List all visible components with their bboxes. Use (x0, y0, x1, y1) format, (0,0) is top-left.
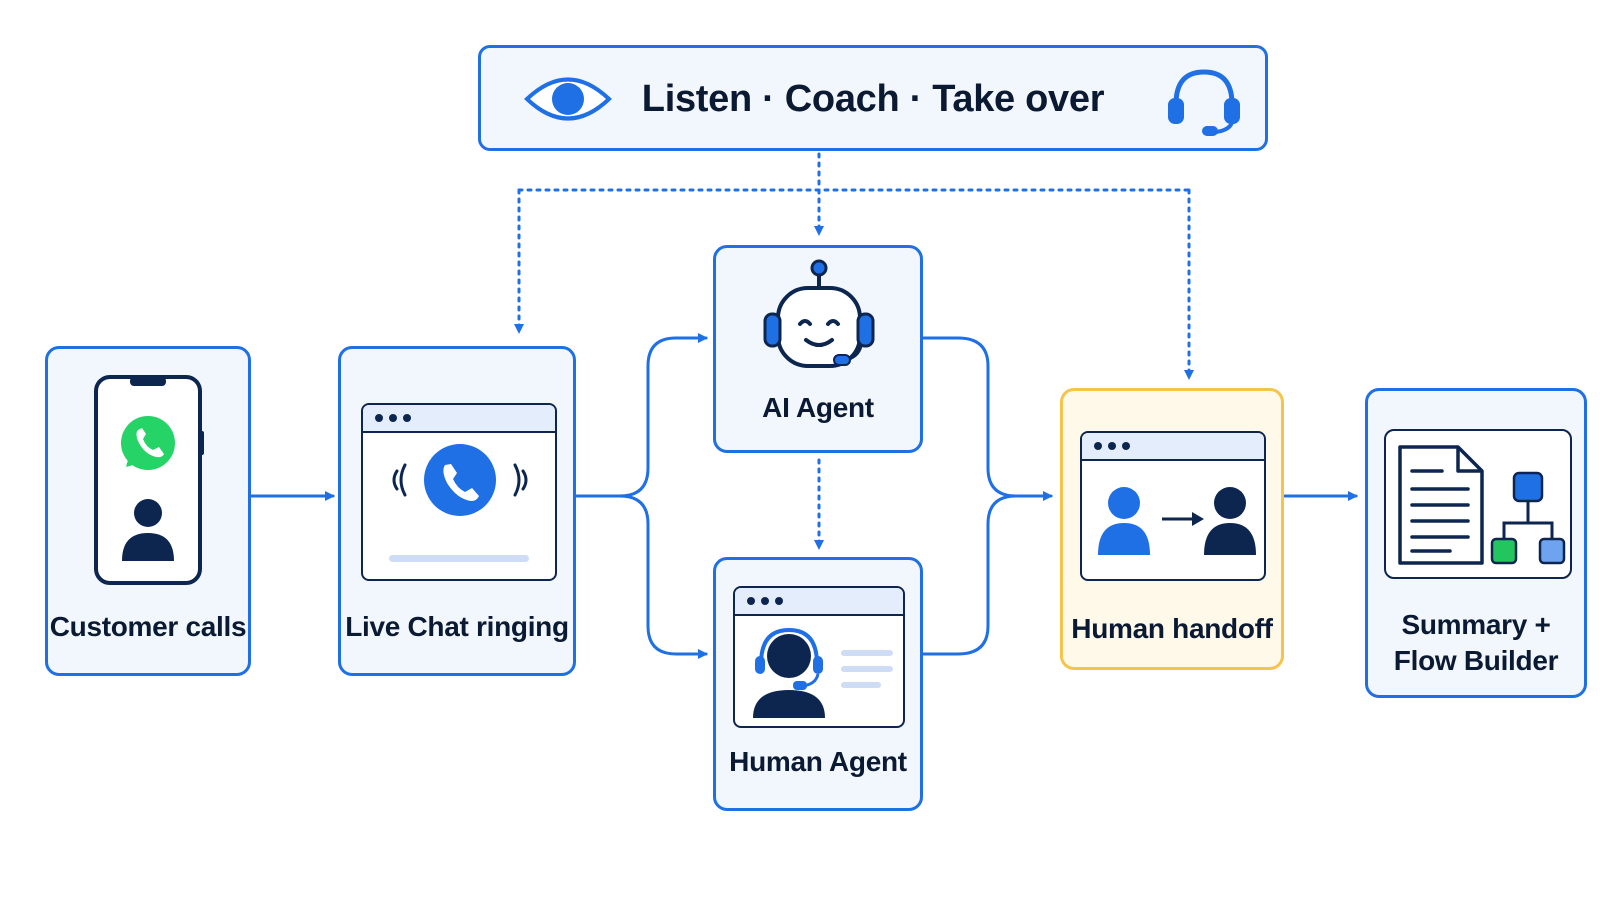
whatsapp-icon (121, 416, 175, 470)
phone-icon (94, 375, 204, 585)
arrow-human-to-handoff (920, 494, 1018, 656)
customer-calls-label: Customer calls (49, 611, 247, 642)
flow-tree-icon (1490, 471, 1566, 565)
customer-calls-node: Customer calls (45, 346, 251, 676)
browser-window-icon (733, 586, 905, 728)
arrow-livechat-to-ai (574, 333, 708, 498)
robot-headset-icon (763, 259, 875, 368)
browser-window-icon (361, 403, 557, 581)
agent-headset-icon (753, 627, 825, 718)
live-chat-label: Live Chat ringing (345, 611, 569, 642)
human-agent-label: Human Agent (729, 746, 907, 777)
text-line-decor (841, 682, 881, 688)
live-chat-node: Live Chat ringing (338, 346, 576, 676)
summary-label-line1: Summary + (1401, 609, 1551, 640)
text-line-decor (841, 666, 893, 672)
headset-icon (1168, 69, 1240, 136)
progress-bar-decor (389, 555, 529, 562)
person-icon (122, 499, 174, 561)
eye-icon (524, 77, 612, 121)
banner: Listen · Coach · Take over (478, 45, 1268, 151)
arrow-ai-to-handoff (920, 336, 1053, 501)
human-agent-node: Human Agent (713, 557, 923, 811)
ai-agent-node: AI Agent (713, 245, 923, 453)
summary-panel (1384, 429, 1572, 579)
person-transfer-icon (1098, 487, 1256, 555)
document-icon (1398, 445, 1484, 565)
browser-window-icon (1080, 431, 1266, 581)
summary-label-line2: Flow Builder (1393, 645, 1559, 676)
human-handoff-node: Human handoff (1060, 388, 1284, 670)
human-handoff-label: Human handoff (1071, 613, 1273, 644)
text-line-decor (841, 650, 893, 656)
arrow-livechat-to-human (618, 494, 708, 659)
banner-title: Listen · Coach · Take over (641, 78, 1105, 120)
summary-flow-node: Summary + Flow Builder (1365, 388, 1587, 698)
ai-agent-label: AI Agent (762, 392, 874, 423)
ringing-call-icon (392, 444, 528, 516)
